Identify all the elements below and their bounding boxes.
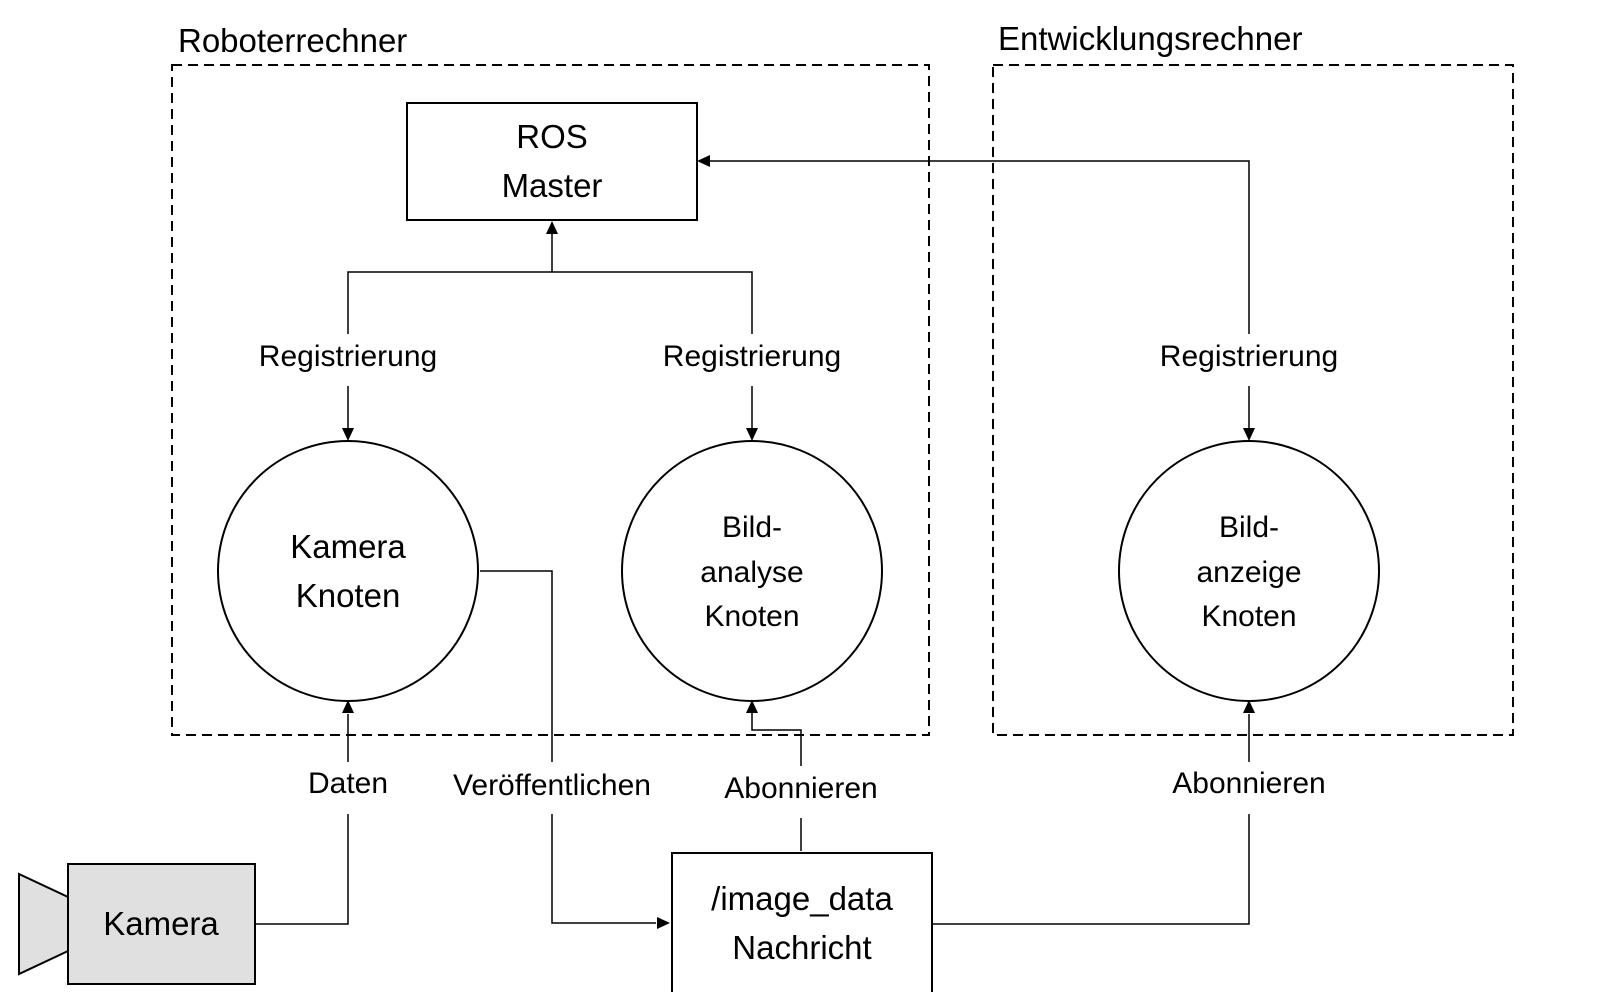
edge-label-registrierung-anzeige: Registrierung xyxy=(1160,340,1338,373)
kamera-device-label: Kamera xyxy=(103,905,219,942)
publish-line xyxy=(480,570,656,924)
edge-label-abonnieren-analyse: Abonnieren xyxy=(724,772,877,805)
kamera-device-box[interactable] xyxy=(67,863,256,985)
dev-computer-group xyxy=(992,64,1514,736)
bildanzeige-line3: Knoten xyxy=(1201,600,1296,633)
bildanzeige-knoten-node[interactable] xyxy=(1118,440,1380,702)
edge-label-abonnieren-anzeige: Abonnieren xyxy=(1172,767,1325,800)
kamera-knoten-line2: Knoten xyxy=(296,577,401,614)
arrow-to-kamera-knoten-bottom xyxy=(342,700,354,713)
image-data-line2: Nachricht xyxy=(732,929,871,966)
camera-lens-icon xyxy=(18,872,69,976)
arrow-to-bildanalyse-bottom xyxy=(746,700,758,713)
arrowheads xyxy=(342,155,1255,929)
kamera-knoten-node[interactable] xyxy=(217,440,479,702)
ros-master-box[interactable] xyxy=(406,102,698,221)
edge-label-registrierung-analyse: Registrierung xyxy=(663,340,841,373)
arrow-to-ros-master-right xyxy=(697,155,710,167)
reg-anzeige-line xyxy=(710,160,1250,431)
image-data-line1: /image_data xyxy=(711,880,893,917)
bildanzeige-line1: Bild- xyxy=(1219,511,1279,544)
subscribe-anzeige-line xyxy=(928,714,1250,925)
dev-computer-title: Entwicklungsrechner xyxy=(998,20,1302,57)
bildanalyse-line3: Knoten xyxy=(704,600,799,633)
bildanalyse-line2: analyse xyxy=(700,556,803,589)
bildanzeige-line2: anzeige xyxy=(1196,556,1301,589)
bildanalyse-line1: Bild- xyxy=(722,511,782,544)
ros-master-label-line1: ROS xyxy=(516,118,588,155)
robot-computer-group xyxy=(171,64,930,736)
arrow-to-ros-master xyxy=(546,221,558,234)
image-data-message-box[interactable] xyxy=(671,852,933,992)
daten-line xyxy=(256,714,349,925)
ros-master-label-line2: Master xyxy=(502,167,603,204)
robot-computer-title: Roboterrechner xyxy=(178,22,407,59)
arrow-to-bildanzeige-top xyxy=(1243,428,1255,441)
kamera-knoten-line1: Kamera xyxy=(290,528,406,565)
arrow-to-kamera-knoten-top xyxy=(342,428,354,441)
edge-label-daten: Daten xyxy=(308,767,388,800)
arrow-to-image-data xyxy=(657,917,670,929)
arrow-to-bildanalyse-top xyxy=(746,428,758,441)
edge-label-registrierung-kamera: Registrierung xyxy=(259,340,437,373)
bildanalyse-knoten-node[interactable] xyxy=(621,440,883,702)
arrow-to-bildanzeige-bottom xyxy=(1243,700,1255,713)
edge-label-veroeffentlichen: Veröffentlichen xyxy=(453,769,651,802)
